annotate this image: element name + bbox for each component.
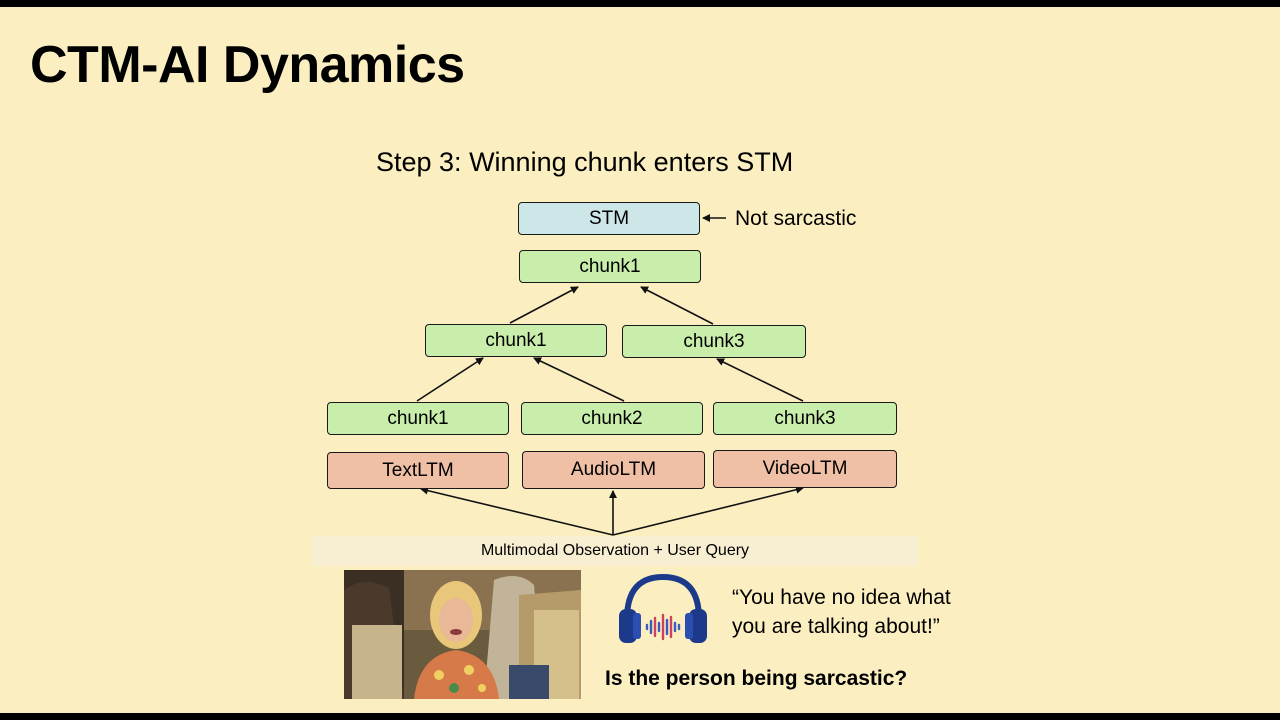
arrow-input-video xyxy=(612,485,804,536)
stm-annotation: Not sarcastic xyxy=(735,207,857,230)
arrow-mid1-top xyxy=(509,286,579,324)
mid-chunk-2: chunk3 xyxy=(622,325,806,358)
input-label: Multimodal Observation + User Query xyxy=(312,536,918,566)
arrow-input-text xyxy=(420,486,614,536)
mid-chunk-1: chunk1 xyxy=(425,324,607,357)
stm-box: STM xyxy=(518,202,700,235)
diagram-arrows xyxy=(416,214,804,536)
quote-line-1: “You have no idea what xyxy=(732,586,951,609)
arrow-mid2-top xyxy=(640,286,714,325)
audio-quote: “You have no idea what you are talking a… xyxy=(732,583,1032,641)
ltm-video: VideoLTM xyxy=(713,450,897,488)
slide: CTM-AI Dynamics Step 3: Winning chunk en… xyxy=(0,7,1280,713)
video-frame-image xyxy=(344,570,581,699)
arrow-b3-mid2 xyxy=(716,358,804,402)
ltm-audio: AudioLTM xyxy=(522,451,705,489)
arrow-b2-mid1 xyxy=(533,357,625,402)
bottom-chunk-2: chunk2 xyxy=(521,402,703,435)
quote-line-2: you are talking about!” xyxy=(732,615,940,638)
headphones-icon xyxy=(615,569,711,649)
arrow-b1-mid1 xyxy=(416,357,484,402)
ltm-text: TextLTM xyxy=(327,452,509,489)
slide-title: CTM-AI Dynamics xyxy=(30,36,465,94)
top-chunk: chunk1 xyxy=(519,250,701,283)
step-heading: Step 3: Winning chunk enters STM xyxy=(376,147,794,177)
bottom-chunk-1: chunk1 xyxy=(327,402,509,435)
bottom-chunk-3: chunk3 xyxy=(713,402,897,435)
user-query: Is the person being sarcastic? xyxy=(605,667,908,690)
